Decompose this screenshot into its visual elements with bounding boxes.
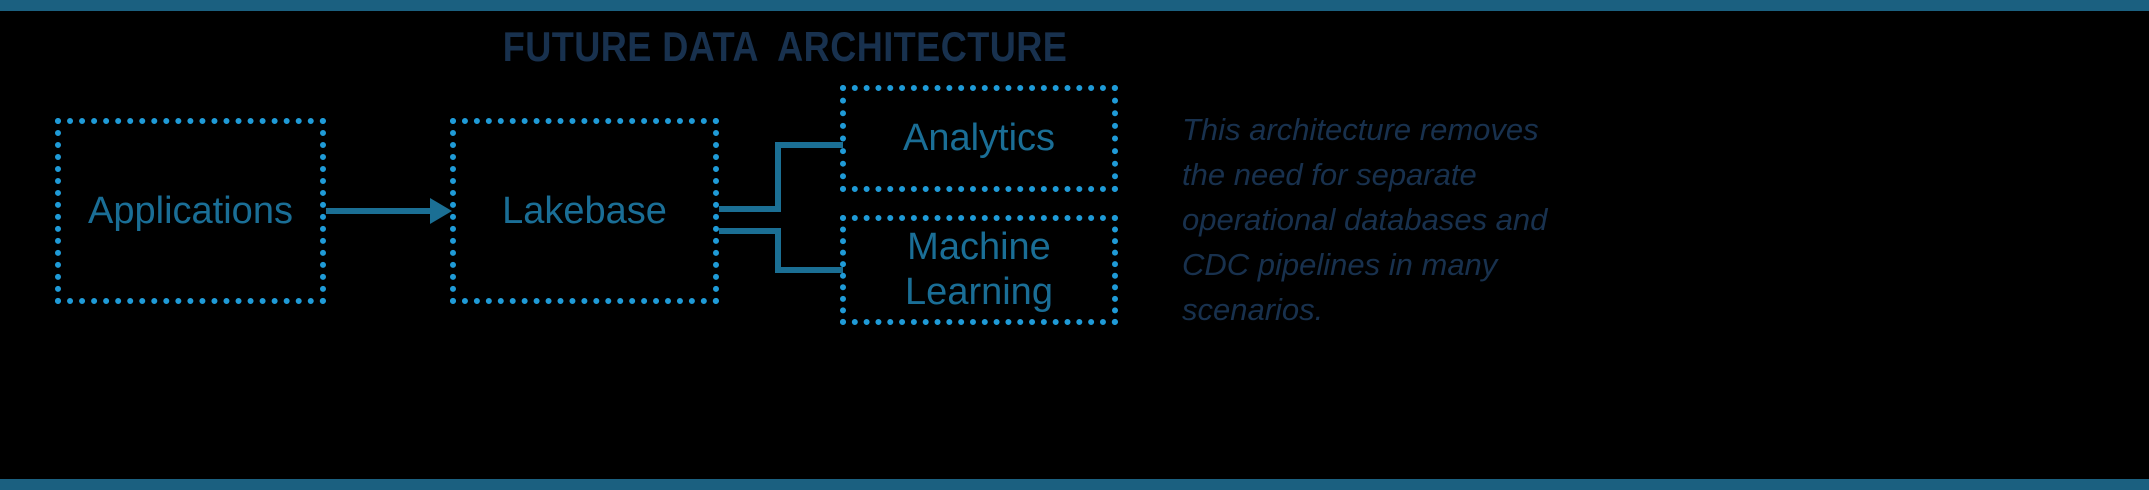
node-lakebase-label: Lakebase — [502, 189, 667, 232]
node-machine-learning-label: Machine Learning — [905, 226, 1053, 313]
node-analytics[interactable]: Analytics — [840, 85, 1118, 192]
node-analytics-label: Analytics — [902, 117, 1056, 160]
connector-lakebase-to-machine-learning-segment-3 — [775, 267, 843, 273]
node-lakebase[interactable]: Lakebase — [450, 118, 719, 304]
connector-lakebase-to-analytics-segment-2 — [775, 142, 781, 212]
top-divider-bar — [0, 0, 2149, 11]
node-machine-learning[interactable]: Machine Learning — [840, 215, 1118, 325]
arrow-applications-to-lakebase-shaft — [326, 208, 432, 214]
connector-lakebase-to-machine-learning-segment-2 — [775, 228, 781, 273]
caption-text: This architecture removes the need for s… — [1182, 112, 1548, 327]
bottom-divider-bar — [0, 479, 2149, 490]
connector-lakebase-to-machine-learning-segment-1 — [719, 228, 781, 234]
node-applications-label: Applications — [88, 189, 293, 232]
arrow-applications-to-lakebase-head-icon — [430, 198, 452, 224]
page-title: FUTURE DATA ARCHITECTURE — [502, 23, 1068, 70]
node-applications[interactable]: Applications — [55, 118, 326, 304]
connector-lakebase-to-analytics-segment-3 — [775, 142, 843, 148]
connector-lakebase-to-analytics-segment-1 — [719, 206, 781, 212]
